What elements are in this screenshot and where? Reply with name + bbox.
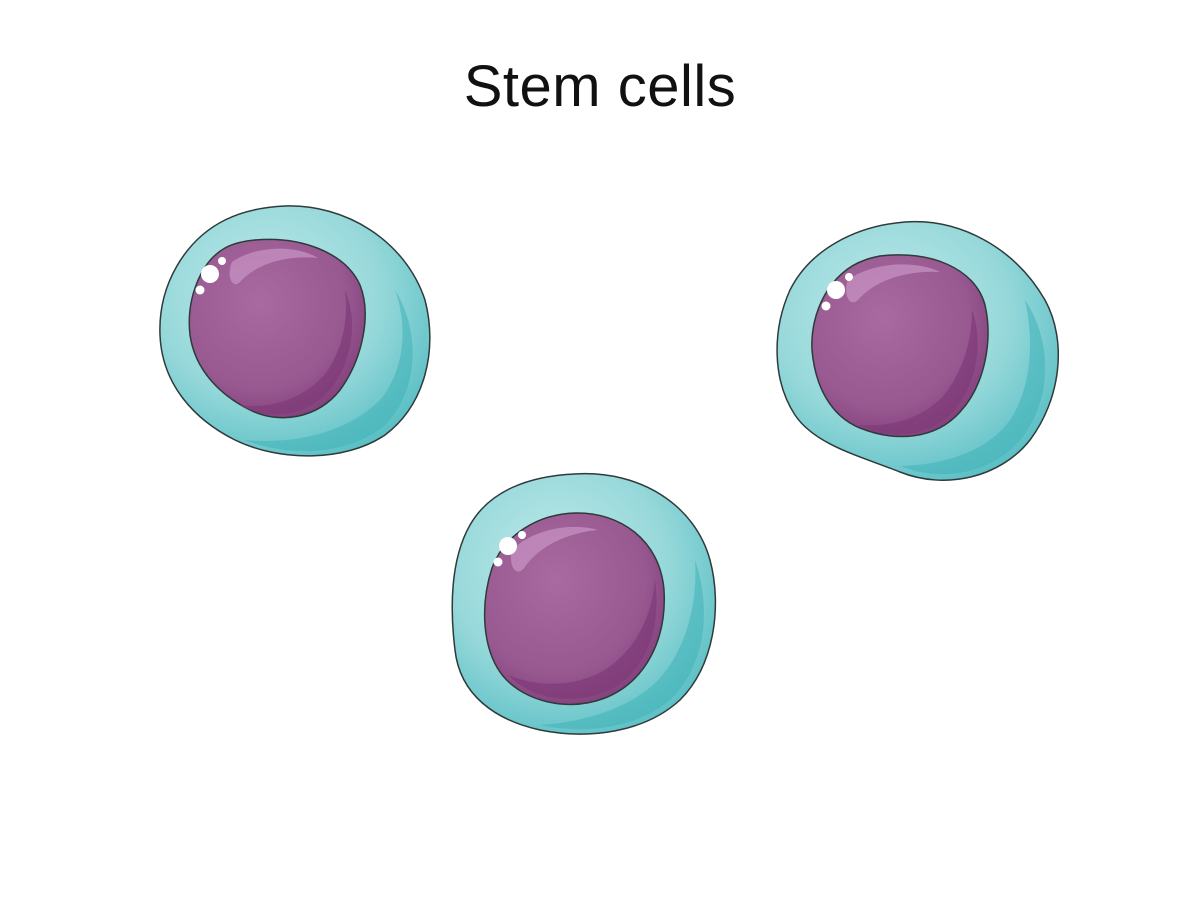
slide-title: Stem cells [463,54,737,119]
sheen-dot [218,257,226,265]
nucleus-highlight [846,264,940,303]
nucleus-shadow [240,290,353,415]
nucleus [188,238,366,419]
cytoplasm-shadow [540,560,704,730]
cytoplasm-shadow [245,290,413,452]
sheen-dot [845,273,853,281]
sheen-dot [821,301,831,311]
cytoplasm-shadow [900,300,1046,475]
stem-cell-bottom-center [451,472,717,735]
sheen-dot [201,265,219,283]
nucleus-shadow [858,310,978,435]
nucleus-highlight [229,248,318,285]
sheen-dot [195,285,205,295]
stem-cell-right [776,220,1060,481]
sheen-dot [518,531,526,539]
nucleus-shadow [508,580,657,699]
sheen-dot [827,281,845,299]
sheen-dot [499,537,517,555]
sheen-dot [493,557,503,567]
stem-cell-top-left [159,205,431,457]
nucleus-highlight [510,526,598,572]
